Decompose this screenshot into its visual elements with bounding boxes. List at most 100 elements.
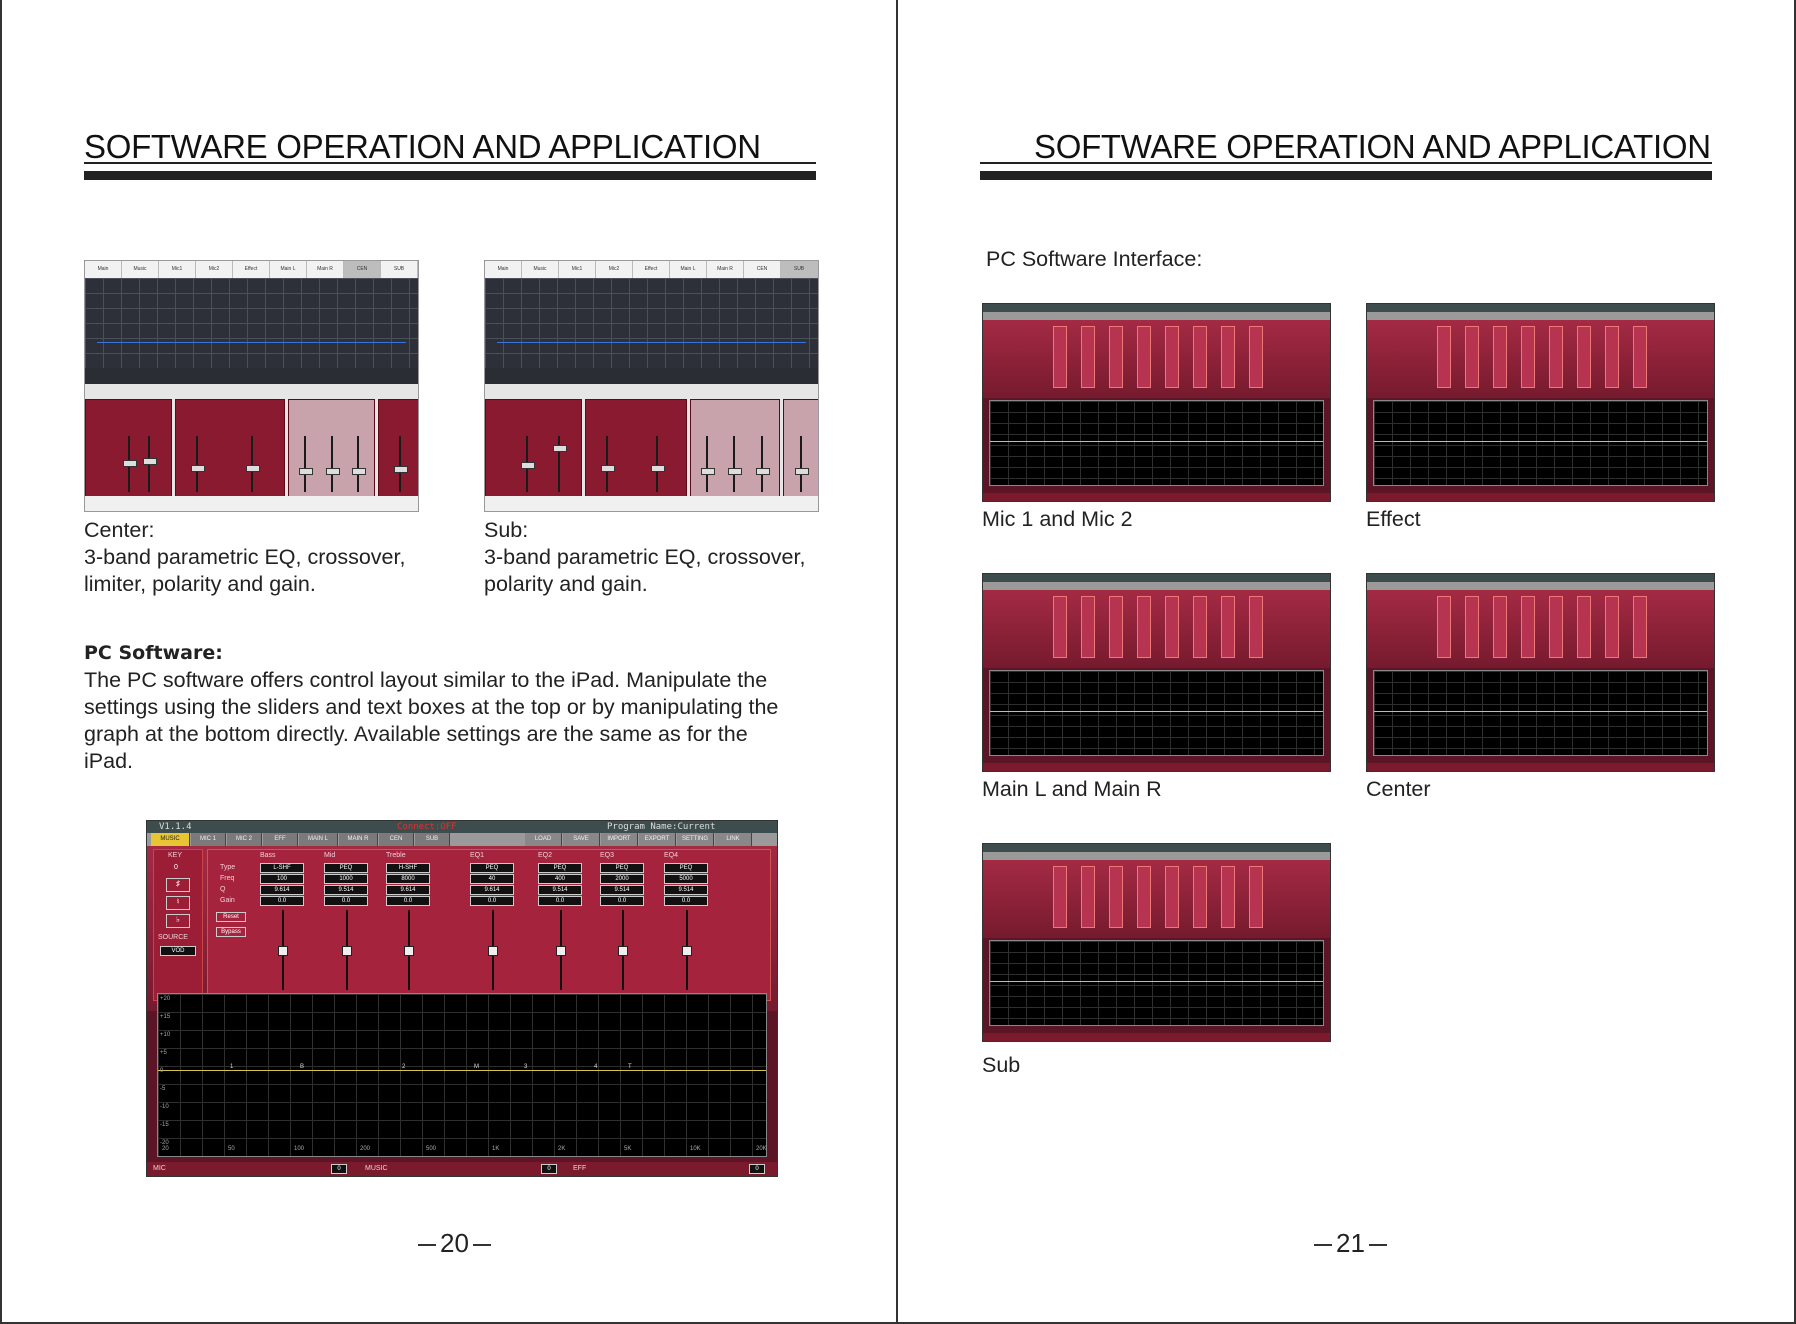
tab-sub[interactable]: SUB bbox=[415, 833, 450, 846]
sharp-button[interactable]: ♯ bbox=[166, 878, 190, 892]
band-type-select[interactable]: PEQ bbox=[538, 863, 582, 873]
eq-band-marker[interactable]: T bbox=[628, 1064, 632, 1070]
music-level-value[interactable]: 0 bbox=[541, 1164, 557, 1174]
eq-band-marker[interactable]: 1 bbox=[230, 1064, 234, 1070]
tab-main[interactable]: Main bbox=[85, 261, 122, 278]
band-gain-field[interactable]: 0.0 bbox=[324, 896, 368, 906]
source-select[interactable]: VOD bbox=[160, 946, 196, 956]
tab-main-r[interactable]: Main R bbox=[707, 261, 744, 278]
tab-music[interactable]: Music bbox=[122, 261, 159, 278]
band-gain-slider-thumb[interactable] bbox=[342, 946, 352, 956]
band-freq-field[interactable]: 100 bbox=[260, 874, 304, 884]
band-q-field[interactable]: 9.514 bbox=[600, 885, 644, 895]
reset-button[interactable]: Reset bbox=[216, 912, 246, 922]
band-q-field[interactable]: 9.614 bbox=[470, 885, 514, 895]
band-freq-field[interactable]: 8000 bbox=[386, 874, 430, 884]
band-q-field[interactable]: 9.614 bbox=[386, 885, 430, 895]
tab-mic2[interactable]: Mic2 bbox=[196, 261, 233, 278]
band-q-field[interactable]: 9.514 bbox=[538, 885, 582, 895]
band-name: Mid bbox=[324, 852, 336, 859]
band-gain-field[interactable]: 0.0 bbox=[260, 896, 304, 906]
eq-band-marker[interactable]: M bbox=[474, 1064, 479, 1070]
tab-mic2[interactable]: MIC 2 bbox=[227, 833, 262, 846]
band-freq-field[interactable]: 2000 bbox=[600, 874, 644, 884]
sub-screenshot bbox=[982, 843, 1331, 1042]
link-button[interactable]: LINK bbox=[715, 833, 752, 846]
band-q-field[interactable]: 9.614 bbox=[260, 885, 304, 895]
band-gain-slider-thumb[interactable] bbox=[404, 946, 414, 956]
tab-sub[interactable]: SUB bbox=[381, 261, 418, 278]
export-button[interactable]: EXPORT bbox=[639, 833, 676, 846]
band-freq-field[interactable]: 400 bbox=[538, 874, 582, 884]
band-q-field[interactable]: 9.514 bbox=[664, 885, 708, 895]
x-axis-label: 100 bbox=[294, 1146, 305, 1152]
flat-button[interactable]: ♭ bbox=[166, 914, 190, 928]
thumb-control-strip bbox=[1053, 596, 1067, 658]
heading-rule-thick bbox=[980, 171, 1712, 180]
natural-button[interactable]: ♮ bbox=[166, 896, 190, 910]
band-type-select[interactable]: PEQ bbox=[664, 863, 708, 873]
band-gain-slider-thumb[interactable] bbox=[556, 946, 566, 956]
bypass-button[interactable]: Bypass bbox=[216, 927, 246, 937]
thumb-control-strip bbox=[1549, 326, 1563, 388]
band-gain-slider-thumb[interactable] bbox=[488, 946, 498, 956]
load-button[interactable]: LOAD bbox=[525, 833, 562, 846]
band-gain-field[interactable]: 0.0 bbox=[470, 896, 514, 906]
tab-main-l[interactable]: MAIN L bbox=[299, 833, 338, 846]
tab-main[interactable]: Main bbox=[485, 261, 522, 278]
graph-scrollbar[interactable] bbox=[85, 368, 418, 384]
tab-main-l[interactable]: Main L bbox=[270, 261, 307, 278]
eq-band-marker[interactable]: 4 bbox=[594, 1064, 598, 1070]
band-gain-slider-thumb[interactable] bbox=[618, 946, 628, 956]
eq-graph[interactable] bbox=[85, 278, 418, 384]
setting-button[interactable]: SETTING bbox=[677, 833, 714, 846]
tab-cen[interactable]: CEN bbox=[379, 833, 414, 846]
graph-scrollbar[interactable] bbox=[485, 368, 818, 384]
tab-mic1[interactable]: Mic1 bbox=[159, 261, 196, 278]
effect-caption: Effect bbox=[1366, 507, 1421, 531]
tab-music[interactable]: Music bbox=[522, 261, 559, 278]
band-q-field[interactable]: 9.514 bbox=[324, 885, 368, 895]
tab-main-r[interactable]: MAIN R bbox=[339, 833, 378, 846]
mic-level-value[interactable]: 0 bbox=[331, 1164, 347, 1174]
eq-band-marker[interactable]: 3 bbox=[524, 1064, 528, 1070]
thumb-control-strip bbox=[1137, 866, 1151, 928]
eff-level-value[interactable]: 0 bbox=[749, 1164, 765, 1174]
band-gain-field[interactable]: 0.0 bbox=[538, 896, 582, 906]
tab-mic1[interactable]: Mic1 bbox=[559, 261, 596, 278]
tab-mic1[interactable]: MIC 1 bbox=[191, 833, 226, 846]
band-type-select[interactable]: PEQ bbox=[600, 863, 644, 873]
band-freq-field[interactable]: 1000 bbox=[324, 874, 368, 884]
tab-cen[interactable]: CEN bbox=[344, 261, 381, 278]
band-type-select[interactable]: H-SHF bbox=[386, 863, 430, 873]
eq-graph[interactable] bbox=[485, 278, 818, 384]
band-type-select[interactable]: PEQ bbox=[470, 863, 514, 873]
band-gain-field[interactable]: 0.0 bbox=[386, 896, 430, 906]
band-freq-field[interactable]: 40 bbox=[470, 874, 514, 884]
import-button[interactable]: IMPORT bbox=[601, 833, 638, 846]
save-button[interactable]: SAVE bbox=[563, 833, 600, 846]
tab-effect[interactable]: Effect bbox=[233, 261, 270, 278]
tab-effect[interactable]: Effect bbox=[633, 261, 670, 278]
pc-tab-bar: MUSIC MIC 1 MIC 2 EFF MAIN L MAIN R CEN … bbox=[147, 833, 777, 846]
main-screenshot bbox=[982, 573, 1331, 772]
tab-main-l[interactable]: Main L bbox=[670, 261, 707, 278]
tab-mic2[interactable]: Mic2 bbox=[596, 261, 633, 278]
band-gain-slider-thumb[interactable] bbox=[682, 946, 692, 956]
band-gain-slider-thumb[interactable] bbox=[278, 946, 288, 956]
band-gain-field[interactable]: 0.0 bbox=[664, 896, 708, 906]
band-freq-field[interactable]: 5000 bbox=[664, 874, 708, 884]
key-value: 0 bbox=[174, 864, 178, 871]
band-gain-field[interactable]: 0.0 bbox=[600, 896, 644, 906]
thumb-graph bbox=[1373, 400, 1708, 486]
tab-sub[interactable]: SUB bbox=[781, 261, 818, 278]
tab-cen[interactable]: CEN bbox=[744, 261, 781, 278]
band-type-select[interactable]: L-SHF bbox=[260, 863, 304, 873]
eq-band-marker[interactable]: 2 bbox=[402, 1064, 406, 1070]
tab-main-r[interactable]: Main R bbox=[307, 261, 344, 278]
band-type-select[interactable]: PEQ bbox=[324, 863, 368, 873]
eq-band-marker[interactable]: B bbox=[300, 1064, 305, 1070]
tab-music[interactable]: MUSIC bbox=[151, 833, 190, 846]
tab-eff[interactable]: EFF bbox=[263, 833, 298, 846]
